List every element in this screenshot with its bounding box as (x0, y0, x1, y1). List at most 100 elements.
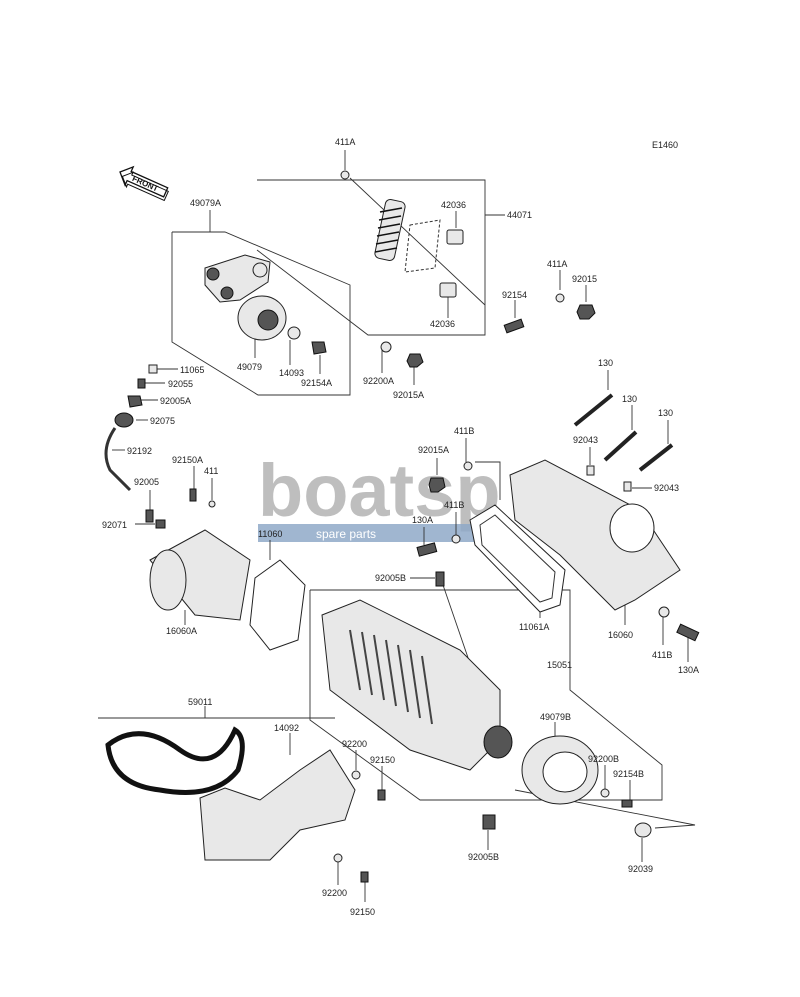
label-411b-a: 411B (454, 426, 474, 436)
bolt-92150-a (377, 789, 386, 801)
bolt-92154a (311, 341, 327, 355)
gasket-11061a (469, 504, 566, 613)
washer-411b-b (451, 534, 461, 544)
watermark: boatsp spare parts (258, 449, 504, 542)
label-92015: 92015 (572, 274, 597, 284)
label-411: 411 (204, 466, 218, 476)
label-92039: 92039 (628, 864, 653, 874)
cap-92039 (634, 822, 652, 838)
bolt-92154b (621, 799, 633, 808)
label-92200b: 92200B (588, 754, 619, 764)
label-92015a-b: 92015A (418, 445, 449, 455)
label-92015a-a: 92015A (393, 390, 424, 400)
label-92150-a: 92150 (370, 755, 395, 765)
label-49079b: 49079B (540, 712, 571, 722)
nut-92015a-b (428, 477, 446, 493)
fitting-92005b-a (435, 571, 445, 587)
tensioner-arm-part (204, 254, 271, 303)
label-92005: 92005 (134, 477, 159, 487)
label-16060: 16060 (608, 630, 633, 640)
watermark-tagline: spare parts (316, 527, 376, 541)
supercharger-15051 (321, 599, 513, 771)
label-411a-right: 411A (547, 259, 567, 269)
label-92043-b: 92043 (654, 483, 679, 493)
label-92154: 92154 (502, 290, 527, 300)
label-130a-a: 130A (412, 515, 433, 525)
label-11065: 11065 (180, 365, 204, 375)
label-44071: 44071 (507, 210, 532, 220)
label-130-c: 130 (658, 408, 673, 418)
bolt-92150a (189, 488, 197, 502)
washer-14093 (287, 326, 301, 340)
bolt-130-b (603, 430, 638, 462)
label-14092: 14092 (274, 723, 299, 733)
shock-absorber-part (340, 170, 441, 273)
washer-92200a (380, 341, 392, 353)
label-49079: 49079 (237, 362, 262, 372)
collar-42036-a (446, 229, 464, 245)
label-130-a: 130 (598, 358, 613, 368)
bolt-130a-b (676, 623, 700, 642)
label-16060a: 16060A (166, 626, 197, 636)
label-11061a: 11061A (519, 622, 549, 632)
label-92200a: 92200A (363, 376, 394, 386)
washer-92200b (600, 788, 610, 798)
label-92150-b: 92150 (350, 907, 375, 917)
label-411b-b: 411B (444, 500, 464, 510)
drive-belt-59011 (105, 726, 245, 795)
label-411b-c: 411B (652, 650, 672, 660)
label-92075: 92075 (150, 416, 175, 426)
label-92005a: 92005A (160, 396, 191, 406)
label-92071: 92071 (102, 520, 127, 530)
label-92154b: 92154B (613, 769, 644, 779)
group-frames (98, 179, 696, 829)
bolt-130a-a (416, 542, 438, 557)
belt-cover-14092 (199, 749, 356, 861)
pulley-49079b (521, 735, 599, 805)
label-92200-b: 92200 (322, 888, 347, 898)
bolt-92154 (503, 318, 525, 334)
fitting-92005a (127, 395, 143, 408)
label-49079a: 49079A (190, 198, 221, 208)
label-92055: 92055 (168, 379, 193, 389)
label-130a-b: 130A (678, 665, 699, 675)
front-arrow-icon: FRONT (119, 165, 169, 202)
plug-92055 (137, 378, 146, 389)
label-130-b: 130 (622, 394, 637, 404)
intake-chamber-16060 (509, 459, 681, 611)
label-92005b-b: 92005B (468, 852, 499, 862)
dowel-92043-a (586, 465, 595, 476)
intake-duct-16060a (149, 529, 251, 621)
washer-92200-b (333, 853, 343, 863)
label-92192: 92192 (127, 446, 152, 456)
bolt-130-a (573, 393, 614, 427)
label-92005b-a: 92005B (375, 573, 406, 583)
fitting-92005b-b (482, 814, 496, 830)
hose-92192 (104, 427, 132, 492)
nut-92015a-a (406, 353, 424, 368)
label-14093: 14093 (279, 368, 304, 378)
cap-11065 (148, 364, 158, 374)
label-15051: 15051 (547, 660, 572, 670)
label-92150a: 92150A (172, 455, 203, 465)
washer-411b-c (658, 606, 670, 618)
gasket-11060 (249, 559, 306, 651)
fitting-92005 (145, 509, 154, 523)
label-92043-a: 92043 (573, 435, 598, 445)
label-42036-b: 42036 (430, 319, 455, 329)
label-11060: 11060 (258, 529, 282, 539)
part-labels: 411A 44071 42036 42036 411A 92015 92154 … (102, 137, 699, 917)
washer-411a-right (555, 293, 565, 303)
nut-92015 (576, 304, 596, 320)
label-411a-top: 411A (335, 137, 355, 147)
washer-411b-a (463, 461, 473, 471)
label-42036-a: 42036 (441, 200, 466, 210)
washer-92200-a (351, 770, 361, 780)
front-arrow-label: FRONT (131, 174, 160, 193)
label-59011: 59011 (188, 697, 212, 707)
diagram-code: E1460 (652, 140, 678, 150)
washer-411 (208, 500, 216, 508)
bolt-92150-b (360, 871, 369, 883)
